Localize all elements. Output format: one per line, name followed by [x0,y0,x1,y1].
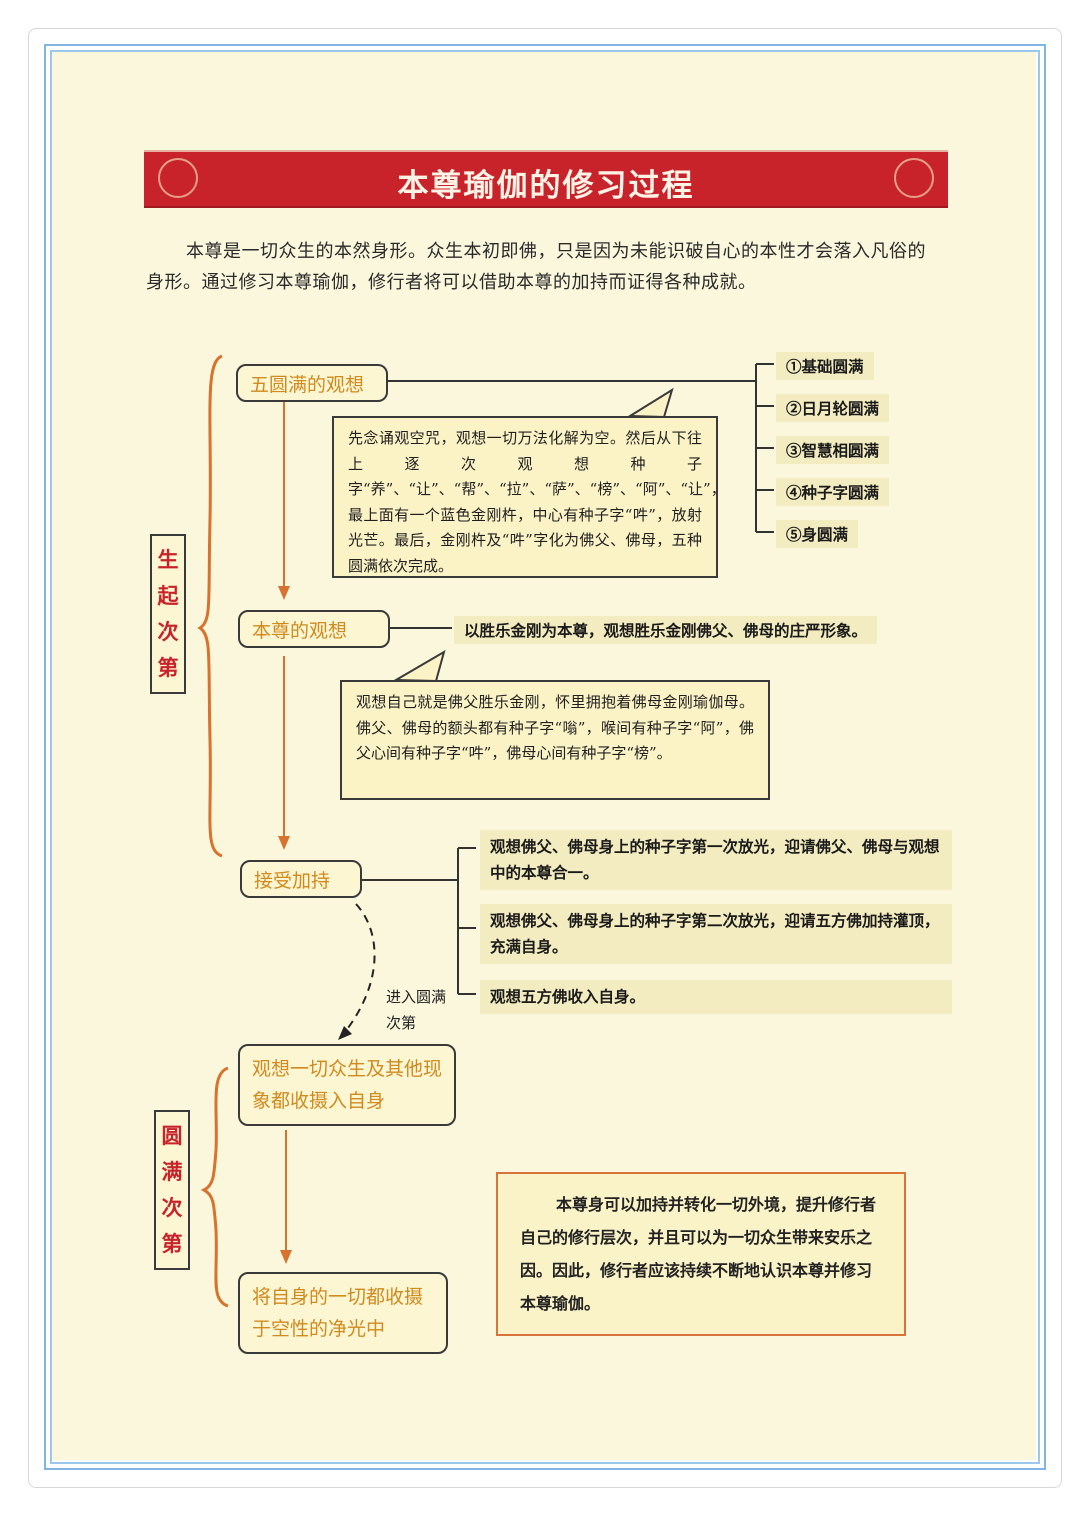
five-list-item: ④种子字圆满 [776,478,890,506]
stage-label-completion: 圆满次第 [154,1110,190,1270]
intro-paragraph: 本尊是一切众生的本然身形。众生本初即佛，只是因为未能识破自心的本性才会落入凡俗的… [146,241,926,293]
blue-frame [44,44,1046,1470]
summary-box: 本尊身可以加持并转化一切外境，提升修行者自己的修行层次，并且可以为一切众生带来安… [496,1172,906,1336]
five-list-item: ③智慧相圆满 [776,436,890,464]
left-ornament-icon [158,158,198,198]
generation-brace [197,354,223,858]
node-deity-visualization: 本尊的观想 [238,610,390,648]
node-dissolve-into-clear-light: 将自身的一切都收摄于空性的净光中 [238,1272,448,1354]
deity-description: 以胜乐金刚为本尊，观想胜乐金刚佛父、佛母的庄严形象。 [454,616,878,644]
transition-label: 进入圆满次第 [386,988,447,1032]
title-bar: 本尊瑜伽的修习过程 [144,150,948,208]
page-title: 本尊瑜伽的修习过程 [397,168,695,204]
five-list-item: ⑤身圆满 [776,520,859,548]
dashed-transition-arrow [344,903,376,1033]
completion-brace [200,1066,229,1308]
stage-label-generation: 生起次第 [150,534,186,694]
speech-box-five-perfections: 先念诵观空咒，观想一切万法化解为空。然后从下往上逐次观想种子字“养”、“让”、“… [332,416,726,578]
blessing-item-2: 观想佛父、佛母身上的种子字第二次放光，迎请五方佛加持灌顶，充满自身。 [480,904,952,964]
blessing-item-1: 观想佛父、佛母身上的种子字第一次放光，迎请佛父、佛母与观想中的本尊合一。 [480,830,952,890]
node-absorb-all: 观想一切众生及其他现象都收摄入自身 [238,1044,456,1126]
speech-tail-1 [626,387,674,419]
blessing-item-3: 观想五方佛收入自身。 [480,980,952,1014]
speech-tail-2 [392,649,446,683]
node-five-perfections: 五圆满的观想 [236,364,388,402]
five-list-item: ①基础圆满 [776,352,874,380]
node-receive-blessing: 接受加持 [240,860,362,898]
speech-box-deity: 观想自己就是佛父胜乐金刚，怀里拥抱着佛母金刚瑜伽母。佛父、佛母的额头都有种子字“… [340,680,770,800]
five-list-item: ②日月轮圆满 [776,394,890,422]
right-ornament-icon [894,158,934,198]
